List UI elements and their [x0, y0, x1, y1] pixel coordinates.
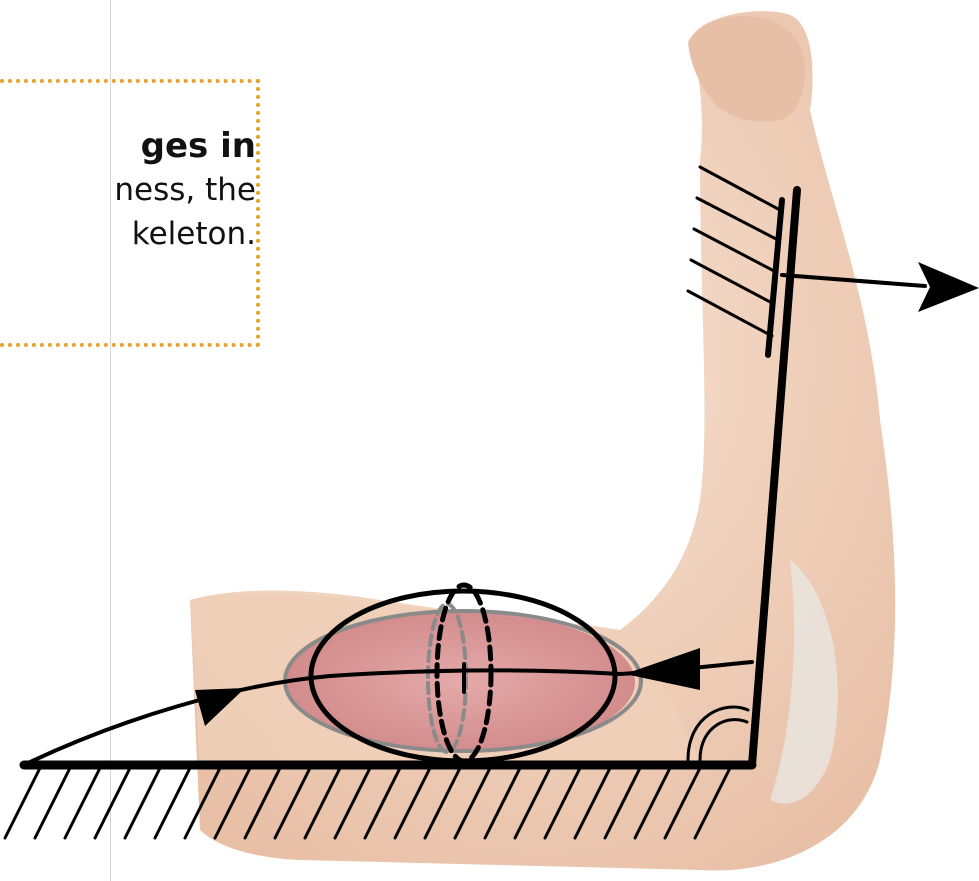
arm-illustration	[190, 11, 895, 870]
output-force-arrowhead	[918, 262, 979, 312]
